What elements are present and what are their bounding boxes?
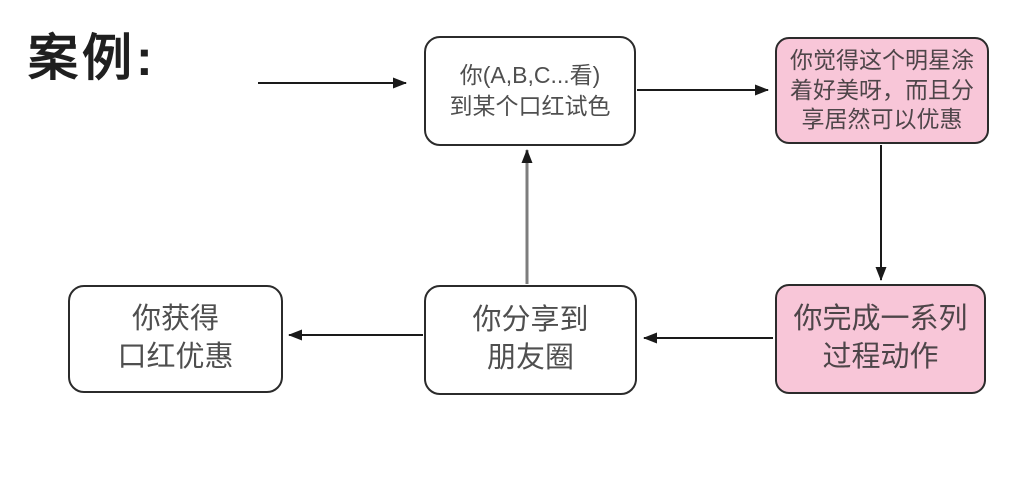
node-star-beautiful: 你觉得这个明星涂 着好美呀，而且分 享居然可以优惠 (775, 37, 989, 144)
node-see-swatch: 你(A,B,C...看) 到某个口红试色 (424, 36, 636, 146)
node-star-beautiful-label: 你觉得这个明星涂 着好美呀，而且分 享居然可以优惠 (790, 47, 974, 133)
node-get-discount-label: 你获得 口红优惠 (117, 303, 234, 373)
node-see-swatch-label: 你(A,B,C...看) 到某个口红试色 (449, 61, 611, 119)
node-share-moments-label: 你分享到 朋友圈 (472, 304, 589, 374)
node-get-discount: 你获得 口红优惠 (68, 285, 283, 393)
diagram-title: 案例: (28, 30, 157, 86)
node-complete-actions-label: 你完成一系列 过程动作 (793, 303, 968, 373)
node-share-moments: 你分享到 朋友圈 (424, 285, 637, 395)
node-complete-actions: 你完成一系列 过程动作 (775, 284, 986, 394)
